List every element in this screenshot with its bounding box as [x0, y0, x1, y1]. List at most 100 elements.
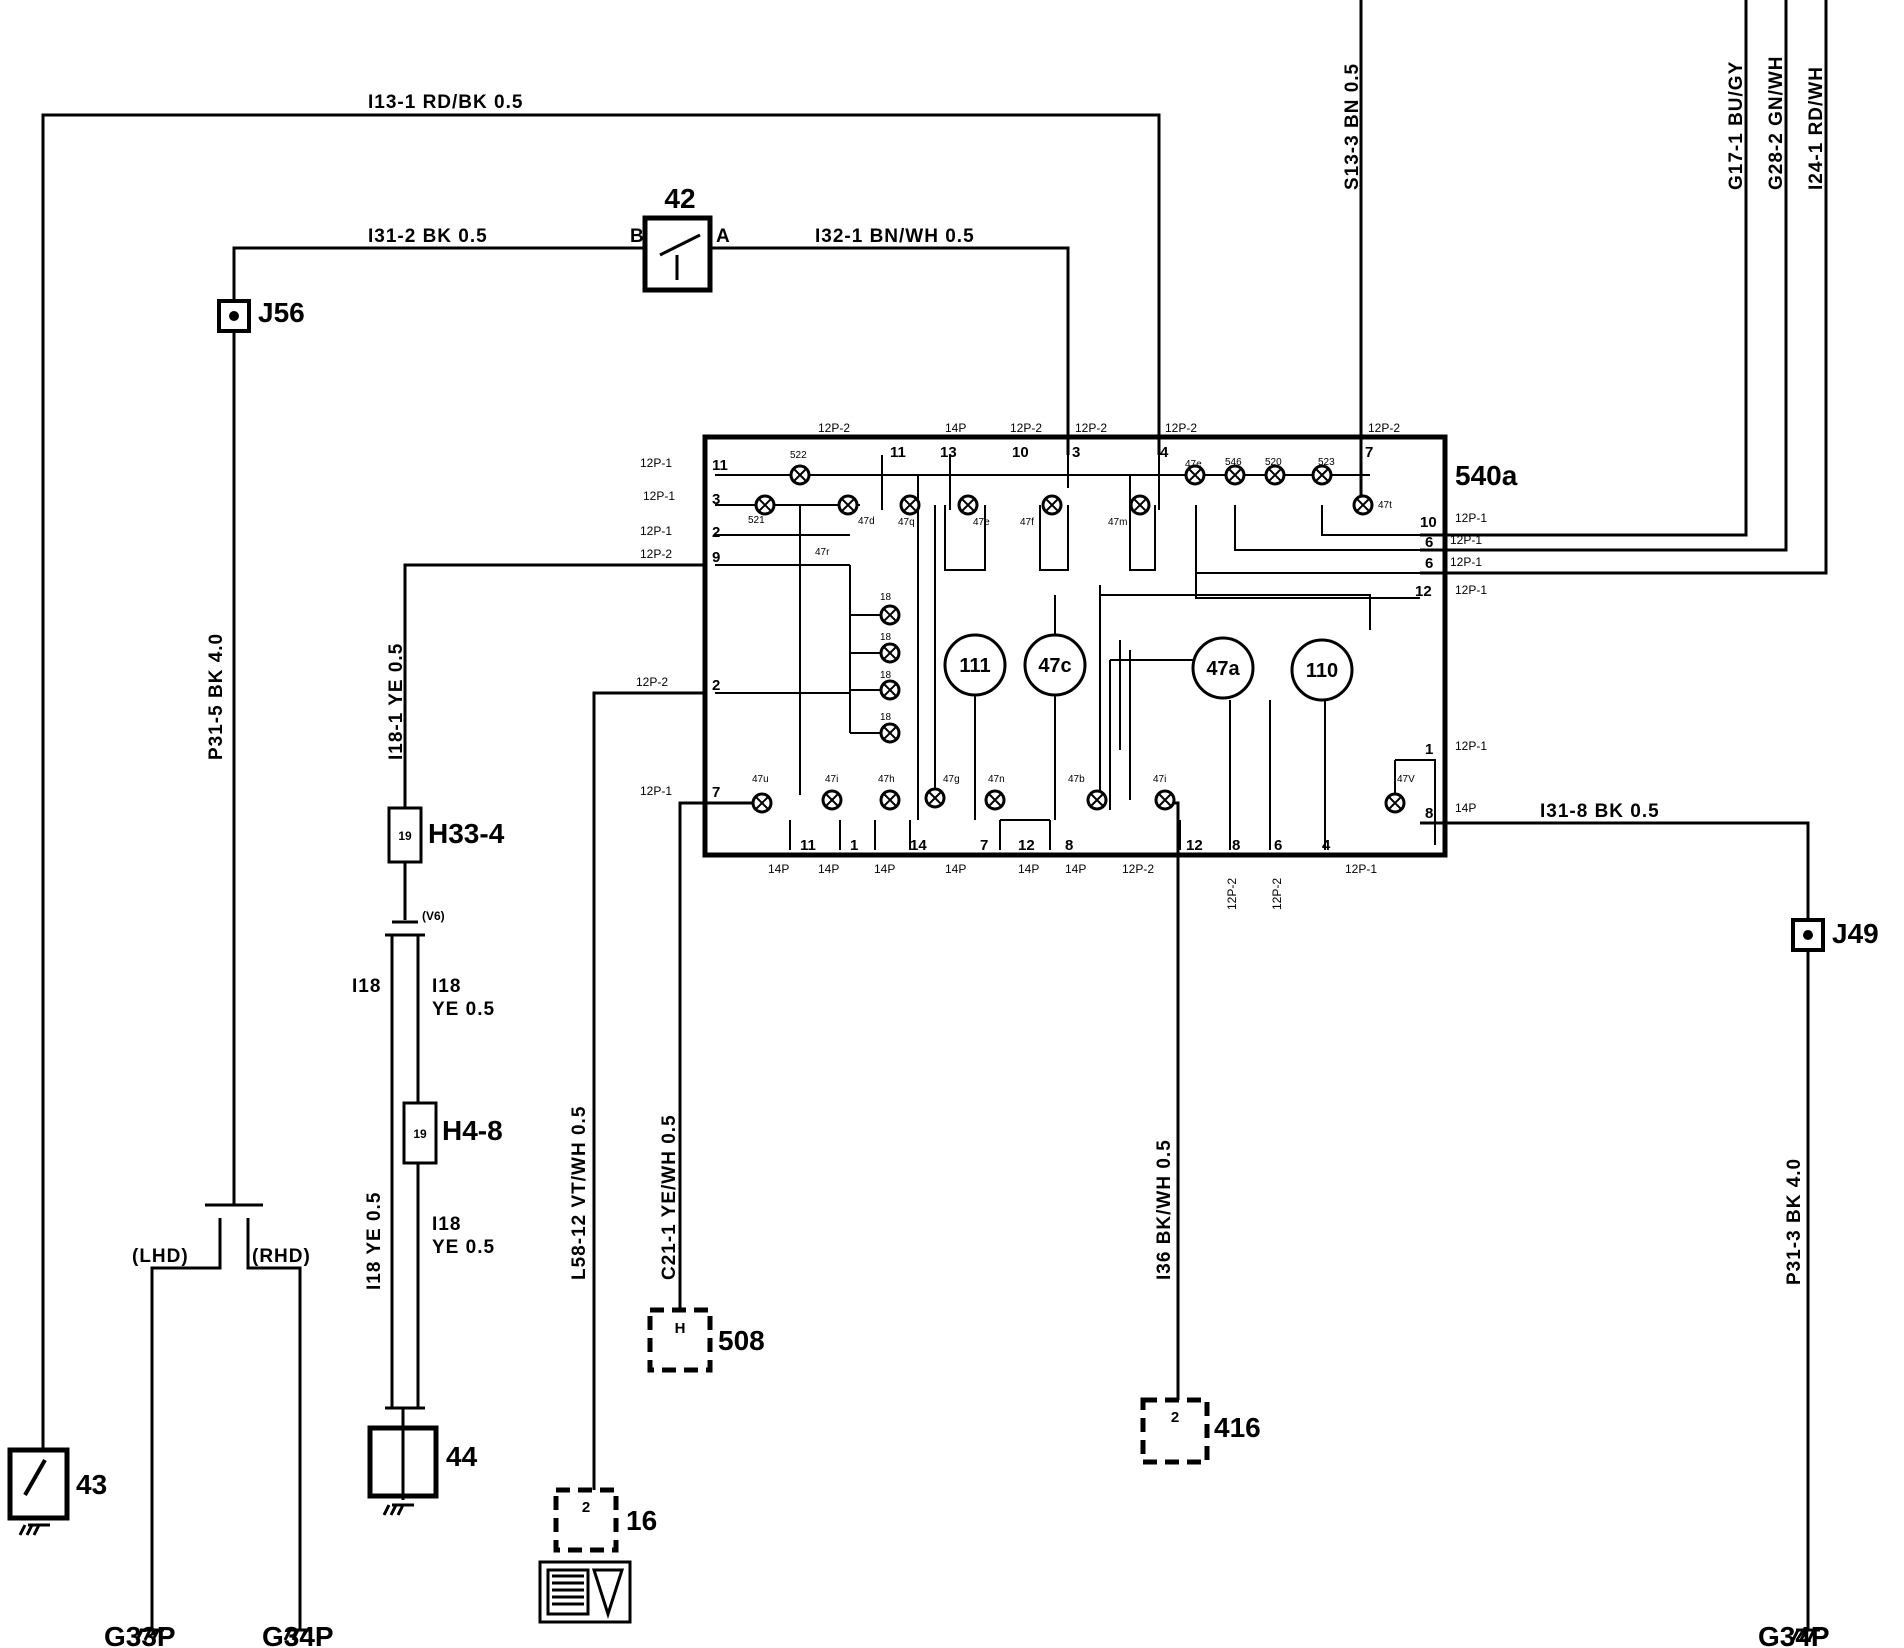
lamp-row1-5-cross [1133, 498, 1147, 512]
conn-top-5: 12P-2 [1368, 421, 1400, 435]
pin-right-5: 8 [1425, 805, 1433, 822]
pin-right-1: 6 [1425, 534, 1433, 551]
conn-right-0: 12P-1 [1455, 511, 1487, 525]
lamp-stack-2-cross [883, 683, 897, 697]
connector-h4-8-label: H4-8 [442, 1115, 503, 1146]
conn-bottom-2: 14P [874, 862, 895, 876]
gauge-47a [1191, 636, 1255, 700]
pin-left-3: 9 [712, 549, 720, 566]
connector-16-pin: 2 [582, 1499, 590, 1516]
pin-bottom-1: 1 [850, 837, 858, 854]
lamp-bottom-2-cross [883, 793, 897, 807]
ground-43-icon [18, 1523, 50, 1536]
component-43-switch-icon [23, 1459, 47, 1496]
lamp-row1-5-label: 47m [1108, 517, 1127, 528]
lamp-top-2-label: 546 [1225, 457, 1242, 468]
wire-label-i31-2: I31-2 BK 0.5 [368, 226, 488, 247]
pin-bottom-0: 11 [800, 837, 816, 854]
connector-h33-4 [387, 806, 423, 864]
conn-right-1: 12P-1 [1450, 533, 1482, 547]
wire-g17 [1420, 0, 1748, 537]
lamp-row1-3-cross [961, 498, 975, 512]
connector-h33-4-pin: 19 [398, 829, 412, 843]
lamp-top-3-label: 520 [1265, 457, 1282, 468]
connector-416-pin: 2 [1171, 1409, 1179, 1426]
wire-rhd [246, 1218, 302, 1630]
wire-i24 [1420, 0, 1828, 575]
wire-label-g28: G28-2 GN/WH [1766, 55, 1787, 190]
conn-top-1: 14P [945, 421, 966, 435]
connector-508 [647, 1307, 713, 1373]
switch-42-pin-b: B [630, 226, 645, 247]
lamp-top-3-cross [1268, 468, 1282, 482]
component-44-label: 44 [446, 1441, 478, 1472]
pin-bottom-4: 12 [1018, 837, 1035, 854]
component-43-box [7, 1447, 70, 1521]
wire-label-i36: I36 BK/WH 0.5 [1154, 1139, 1175, 1280]
wire-label-s13: S13-3 BN 0.5 [1342, 63, 1363, 190]
conn-bottom-6: 12P-2 [1122, 862, 1154, 876]
wire-i31-8 [1420, 821, 1810, 1630]
lamp-bottom-2-label: 47h [878, 774, 895, 785]
pin-top-5: 7 [1365, 444, 1373, 461]
variant-lhd-label: (LHD) [132, 1246, 189, 1267]
lamp-row1-2-cross [903, 498, 917, 512]
pin-bottom-9: 4 [1322, 837, 1331, 854]
component-42-label: 42 [664, 183, 695, 214]
pin-left-0: 11 [712, 457, 728, 474]
pin-right-0: 10 [1420, 514, 1437, 531]
conn-top-0: 12P-2 [818, 421, 850, 435]
component-43-label: 43 [76, 1469, 107, 1500]
splice-j49-label: J49 [1832, 918, 1879, 949]
lamp-top-1-label: 47e [1185, 459, 1202, 470]
wire-label-p31-5: P31-5 BK 4.0 [206, 633, 227, 760]
ground-g34p-left-label: G34P [262, 1621, 334, 1648]
lamp-bottom-6-cross [1158, 793, 1172, 807]
gauge-47c [1023, 633, 1087, 697]
lamp-row1-4-label: 47f [1020, 517, 1034, 528]
lamp-top-4-cross [1315, 468, 1329, 482]
ground-symbols [135, 1628, 1820, 1641]
splice-j56-label: J56 [258, 297, 305, 328]
wire-label-i18-a: I18 [352, 976, 381, 997]
connector-h33-4-label: H33-4 [428, 818, 505, 849]
ground-44-icon [382, 1503, 414, 1516]
pin-right-2: 6 [1425, 555, 1433, 572]
pin-left-5: 7 [712, 784, 720, 801]
wire-i36 [1165, 801, 1180, 1400]
conn-right-2: 12P-1 [1450, 555, 1482, 569]
wire-l58 [592, 691, 705, 1490]
wire-label-l58: L58-12 VT/WH 0.5 [569, 1106, 590, 1280]
gauge-47c-label: 47c [1038, 655, 1071, 677]
conn-left-4: 12P-2 [636, 675, 668, 689]
lamp-row1-4-cross [1045, 498, 1059, 512]
conn-left-1: 12P-1 [643, 489, 675, 503]
wire-i18-pair [390, 935, 420, 1408]
ground-g34p-right-label: G34P [1758, 1621, 1830, 1648]
conn-bottom-v1: 12P-2 [1270, 878, 1284, 910]
pin-bottom-2: 14 [910, 837, 927, 854]
conn-right-3: 12P-1 [1455, 583, 1487, 597]
gauge-111-label: 111 [959, 655, 990, 677]
lamp-bottom-7-label: 47V [1397, 774, 1415, 785]
pin-top-0: 11 [890, 444, 906, 461]
lamp-row1-1-label: 47d [858, 516, 875, 527]
wire-label-i32: I32-1 BN/WH 0.5 [815, 226, 975, 247]
ground-g34p-right-icon [1791, 1628, 1820, 1641]
pin-bottom-7: 8 [1232, 837, 1240, 854]
pin-top-3: 3 [1072, 444, 1080, 461]
conn-bottom-5: 14P [1065, 862, 1086, 876]
pin-right-3: 12 [1415, 583, 1432, 600]
conn-bottom-v0: 12P-2 [1225, 878, 1239, 910]
variant-v6-label: (V6) [422, 909, 445, 923]
pin-bottom-5: 8 [1065, 837, 1073, 854]
pin-left-4: 2 [712, 677, 720, 694]
splice-j49-dot [1803, 930, 1813, 940]
conn-top-2: 12P-2 [1010, 421, 1042, 435]
lamp-top-2-cross [1228, 468, 1242, 482]
wire-label-i18-a: I18 [432, 976, 461, 997]
lamp-bottom-4-label: 47n [988, 774, 1005, 785]
wire-i31-2 [232, 246, 650, 315]
connector-508-pin: H [675, 1320, 686, 1337]
